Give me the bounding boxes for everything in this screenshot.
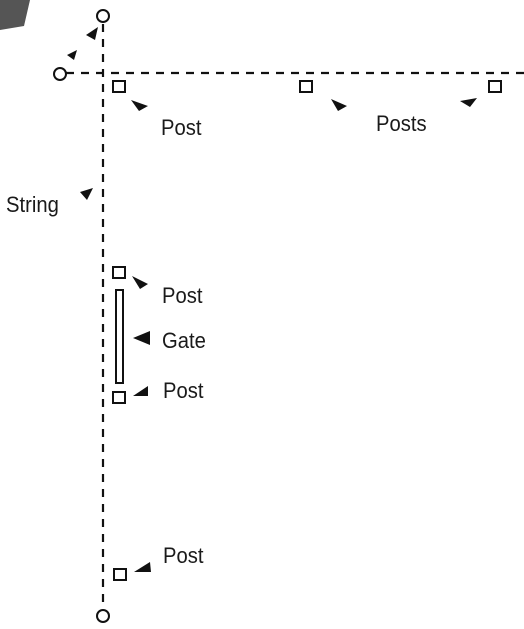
arrow-stake-left — [67, 50, 77, 60]
post-gate-bottom — [112, 391, 126, 404]
post-top-right — [488, 80, 502, 93]
arrow-post-corner — [131, 100, 148, 111]
arrow-posts-right — [460, 98, 477, 107]
arrow-gate — [133, 331, 150, 345]
label-posts-top: Posts — [376, 112, 427, 136]
arrow-post-gate-top — [132, 276, 148, 289]
label-post-top: Post — [161, 116, 202, 140]
arrow-stake-top — [86, 27, 98, 40]
post-bottom — [113, 568, 127, 581]
label-post-bottom: Post — [163, 544, 204, 568]
label-post-gate-bottom: Post — [163, 379, 204, 403]
stake-bottom — [96, 609, 110, 623]
post-corner — [112, 80, 126, 93]
arrow-string — [80, 188, 93, 200]
label-gate: Gate — [162, 329, 206, 353]
label-string: String — [6, 193, 59, 217]
label-post-gate-top: Post — [162, 284, 203, 308]
post-top-middle — [299, 80, 313, 93]
arrow-post-bottom — [134, 562, 151, 572]
gate — [115, 289, 124, 384]
corner-decoration — [0, 0, 30, 30]
stake-left — [53, 67, 67, 81]
arrow-post-gate-bottom — [133, 386, 148, 396]
stake-top — [96, 9, 110, 23]
post-gate-top — [112, 266, 126, 279]
arrow-posts-middle — [331, 99, 347, 111]
